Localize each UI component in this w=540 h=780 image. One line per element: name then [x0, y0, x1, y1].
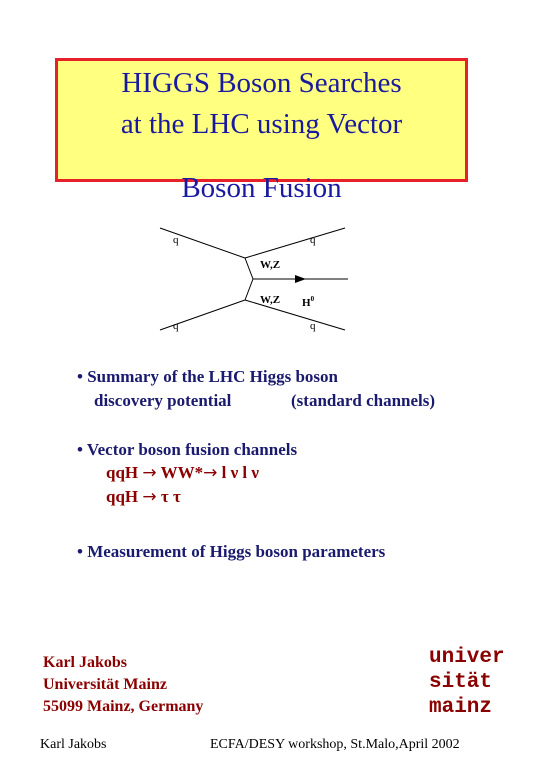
footer-event: ECFA/DESY workshop, St.Malo,April 2002 [210, 737, 460, 752]
boson-label-upper: W,Z [260, 259, 280, 271]
higgs-label-text: H [302, 297, 311, 309]
logo-line-1: univer [429, 646, 503, 669]
title-line-2: at the LHC using Vector [120, 108, 403, 140]
boson-line-upper [244, 257, 254, 280]
boson-label-lower: W,Z [260, 294, 280, 306]
channel-tautau-qq: qq [106, 487, 125, 506]
channel-tautau-h: H [124, 487, 139, 506]
quark-label-top-right: q [310, 234, 316, 246]
university-logo: univer sität mainz [429, 646, 503, 716]
bullet-summary-line2a: discovery potential [94, 391, 232, 410]
bullet-measurement: • Measurement of Higgs boson parameters [77, 542, 386, 561]
quark-label-bottom-right: q [310, 320, 316, 332]
author-name: Karl Jakobs [43, 654, 128, 671]
quark-label-bottom-left: q [173, 320, 179, 332]
higgs-arrow-icon [295, 275, 306, 283]
higgs-label: H0 [302, 295, 315, 309]
arrow-icon: → [203, 463, 218, 483]
incoming-quark-top [159, 227, 246, 259]
channel-ww-decay: WW* [160, 463, 204, 482]
channel-tautau: qqH → τ τ [106, 487, 181, 507]
title-line-1: HIGGS Boson Searches [121, 67, 402, 99]
higgs-label-superscript: 0 [311, 295, 315, 303]
channel-ww-leptons: l ν l ν [221, 463, 259, 482]
arrow-icon: → [142, 463, 157, 483]
title-box [55, 58, 468, 182]
author-address: 55099 Mainz, Germany [43, 698, 204, 715]
title-line-3: Boson Fusion [181, 172, 342, 204]
channel-ww-qq: qq [106, 463, 125, 482]
outgoing-quark-top [244, 227, 346, 259]
boson-line-lower [244, 278, 254, 301]
channel-ww: qqH → WW*→ l ν l ν [106, 463, 259, 483]
channel-tautau-decay: τ τ [160, 487, 181, 506]
arrow-icon: → [142, 487, 157, 507]
bullet-vbf-line1: • Vector boson fusion channels [77, 440, 298, 459]
outgoing-quark-bottom [244, 299, 346, 331]
channel-ww-h: H [124, 463, 139, 482]
logo-line-2: sität [429, 671, 492, 694]
logo-line-3: mainz [429, 696, 492, 716]
feynman-diagram: q q q q W,Z W,Z H0 [159, 227, 348, 332]
bullet-summary-line1: • Summary of the LHC Higgs boson [77, 367, 338, 386]
footer-author: Karl Jakobs [40, 737, 107, 752]
author-affiliation: Universität Mainz [43, 676, 167, 693]
incoming-quark-bottom [159, 299, 246, 331]
bullet-summary-line2b: (standard channels) [291, 391, 436, 410]
quark-label-top-left: q [173, 234, 179, 246]
